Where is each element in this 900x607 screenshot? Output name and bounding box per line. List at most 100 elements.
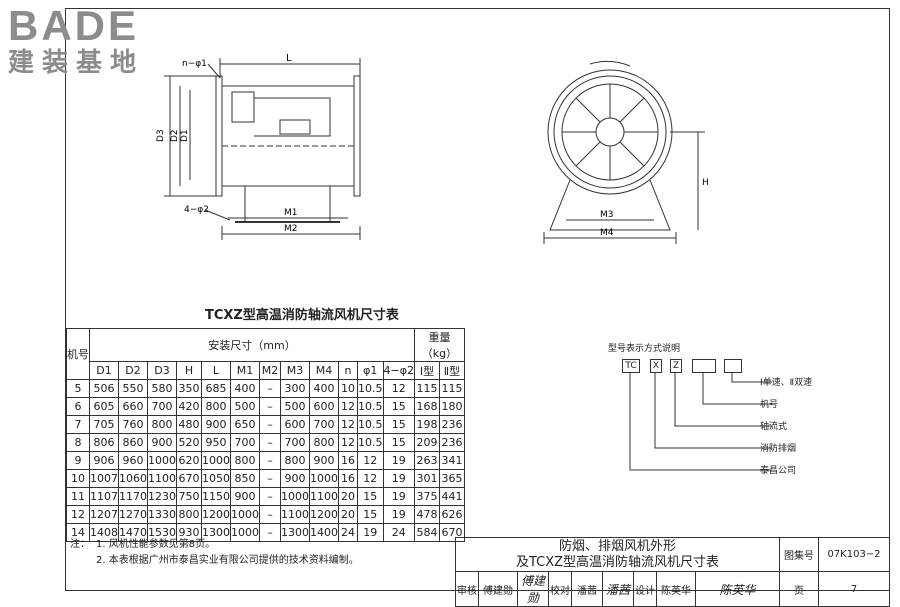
table-cell: 800 xyxy=(230,451,260,470)
label-D3: D3 xyxy=(156,129,166,142)
table-cell: 19 xyxy=(382,451,415,470)
model-code-leaders xyxy=(629,372,772,471)
table-cell: 12 xyxy=(338,433,358,452)
table-cell: 19 xyxy=(382,487,415,506)
model-code-label: 泰昌公司 xyxy=(760,466,797,476)
table-cell: 700 xyxy=(230,433,260,452)
table-cell: 441 xyxy=(438,487,465,506)
table-cell: – xyxy=(259,487,281,506)
table-cell: 760 xyxy=(118,415,148,434)
table-cell: 1100 xyxy=(309,487,339,506)
model-code-box: Z xyxy=(670,359,682,373)
drawing-title: 防烟、排烟风机外形 及TCXZ型高温消防轴流风机尺寸表 xyxy=(455,537,780,572)
table-cell: 1170 xyxy=(118,487,148,506)
model-cell: 8 xyxy=(66,433,90,452)
table-cell: 180 xyxy=(438,397,465,416)
note-item: 1. 风机性能参数见第8页。 xyxy=(96,539,216,550)
col-header: M2 xyxy=(259,361,281,380)
label-D1: D1 xyxy=(180,129,190,142)
model-cell: 9 xyxy=(66,451,90,470)
model-code-label: Ⅰ单速、Ⅱ双速 xyxy=(760,378,813,388)
table-cell: 15 xyxy=(357,505,384,524)
table-cell: 1330 xyxy=(147,505,177,524)
table-cell: 1000 xyxy=(280,487,310,506)
table-cell: 1000 xyxy=(309,469,339,488)
table-cell: 24 xyxy=(338,523,358,542)
table-cell: 806 xyxy=(89,433,119,452)
review-signature: 傅建勋 xyxy=(517,571,549,607)
table-cell: 700 xyxy=(147,397,177,416)
table-cell: 906 xyxy=(89,451,119,470)
label-M2: M2 xyxy=(284,224,298,234)
table-cell: 1300 xyxy=(201,523,231,542)
table-cell: 1107 xyxy=(89,487,119,506)
table-cell: 15 xyxy=(382,433,415,452)
table-cell: 24 xyxy=(382,523,415,542)
table-cell: 1200 xyxy=(201,505,231,524)
col-header: D1 xyxy=(89,361,119,380)
col-header: n xyxy=(338,361,358,380)
model-code-label: 轴流式 xyxy=(760,422,788,432)
table-cell: 1207 xyxy=(89,505,119,524)
table-cell: 960 xyxy=(118,451,148,470)
impeller-blades xyxy=(562,84,658,180)
fan-side-view: n−φ1 L D3 D2 D1 4−φ2 M1 M2 xyxy=(156,53,361,240)
model-cell: 14 xyxy=(66,523,90,542)
notes: 注：1. 风机性能参数见第8页。 2. 本表根据广州市泰昌实业有限公司提供的技术… xyxy=(70,537,359,569)
table-cell: 660 xyxy=(118,397,148,416)
table-cell: 1230 xyxy=(147,487,177,506)
review-label: 审核 xyxy=(455,571,479,607)
table-cell: 550 xyxy=(118,379,148,398)
table-cell: 12 xyxy=(357,469,384,488)
model-code-label: 消防排烟 xyxy=(760,444,797,454)
table-cell: 705 xyxy=(89,415,119,434)
table-cell: 1007 xyxy=(89,469,119,488)
table-cell: 520 xyxy=(176,433,202,452)
table-cell: – xyxy=(259,505,281,524)
label-M1: M1 xyxy=(284,208,298,218)
table-cell: 800 xyxy=(309,433,339,452)
table-cell: 209 xyxy=(413,433,440,452)
col-header: M4 xyxy=(309,361,339,380)
label-4-phi2: 4−φ2 xyxy=(184,205,209,215)
table-cell: – xyxy=(259,415,281,434)
model-cell: 11 xyxy=(66,487,90,506)
table-cell: 605 xyxy=(89,397,119,416)
table-cell: 500 xyxy=(230,397,260,416)
table-cell: 800 xyxy=(176,505,202,524)
logo-brand: BADE xyxy=(8,2,140,49)
table-cell: 16 xyxy=(338,469,358,488)
table-cell: 900 xyxy=(201,415,231,434)
table-cell: 1200 xyxy=(309,505,339,524)
table-cell: 584 xyxy=(413,523,440,542)
table-cell: 12 xyxy=(338,415,358,434)
col-header: D3 xyxy=(147,361,177,380)
label-M3: M3 xyxy=(600,210,614,220)
col-header: H xyxy=(176,361,202,380)
table-cell: 1400 xyxy=(309,523,339,542)
table-cell: 860 xyxy=(118,433,148,452)
fan-front-view: H M3 M4 xyxy=(543,60,709,244)
check-label: 校对 xyxy=(548,571,572,607)
table-cell: 700 xyxy=(280,433,310,452)
col-header: D2 xyxy=(118,361,148,380)
table-cell: 12 xyxy=(382,379,415,398)
table-cell: 900 xyxy=(280,469,310,488)
model-code-box: X xyxy=(650,359,662,373)
table-cell: 1470 xyxy=(118,523,148,542)
atlas-label: 图集号 xyxy=(779,537,819,572)
atlas-number: 07K103−2 xyxy=(818,537,890,572)
table-cell: 1300 xyxy=(280,523,310,542)
group-weight: 重量（kg） xyxy=(413,328,465,362)
table-cell: 168 xyxy=(413,397,440,416)
model-cell: 5 xyxy=(66,379,90,398)
table-cell: 900 xyxy=(309,451,339,470)
table-cell: 500 xyxy=(280,397,310,416)
